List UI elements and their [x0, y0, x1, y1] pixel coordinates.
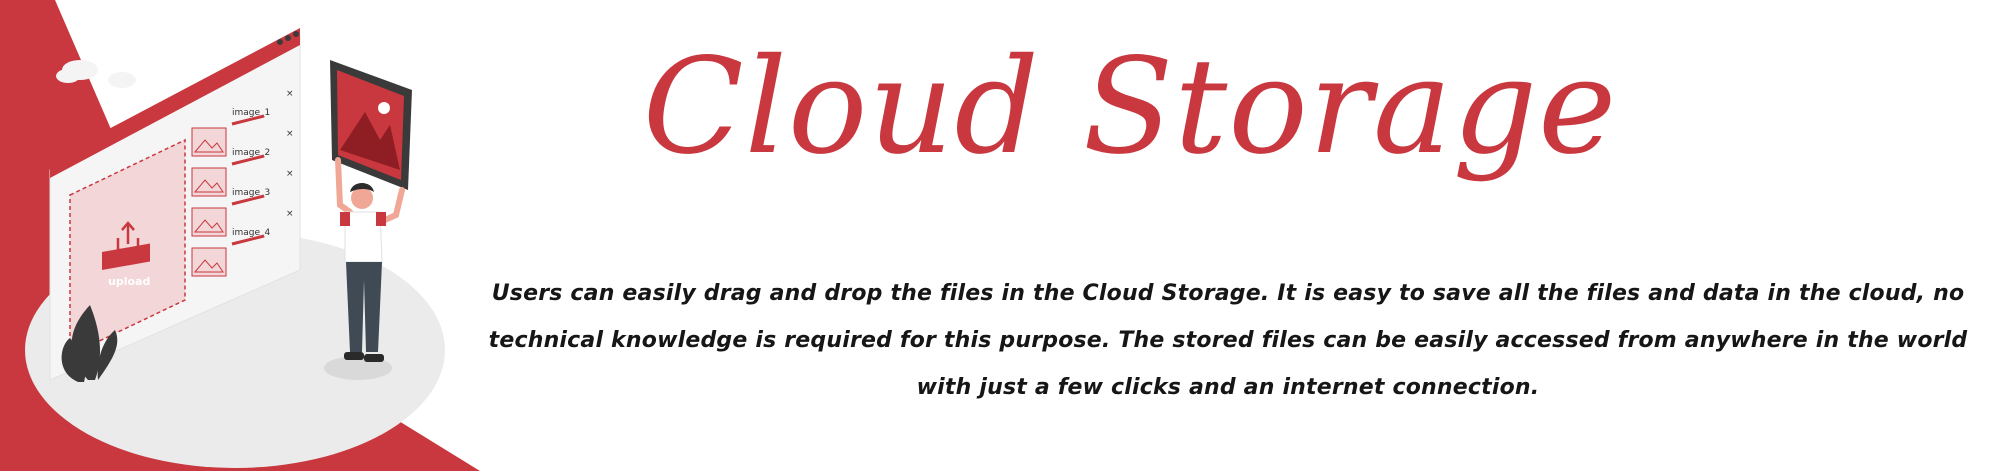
file-item-4: image_4 ×	[191, 209, 294, 277]
file-name-3: image_3	[232, 188, 270, 198]
plant-icon	[61, 305, 118, 382]
cloud-icon	[56, 60, 136, 88]
file-item-3: image_3 ×	[191, 169, 294, 237]
page-title: Cloud Storage	[642, 30, 1618, 184]
description-text: Users can easily drag and drop the files…	[488, 281, 1968, 400]
browser-window: upload image_1 × image_2 ×	[49, 28, 301, 381]
upload-button	[102, 243, 150, 271]
picture-frame	[330, 60, 412, 190]
close-icon: ×	[286, 89, 294, 99]
close-icon: ×	[286, 209, 294, 219]
upload-label: upload	[108, 275, 150, 288]
person-illustration	[324, 60, 412, 380]
file-name-4: image_4	[232, 228, 271, 238]
file-item-2: image_2 ×	[191, 129, 294, 197]
file-name-1: image_1	[232, 108, 270, 118]
file-name-2: image_2	[232, 148, 270, 158]
cloud-storage-illustration: upload image_1 × image_2 ×	[0, 0, 480, 471]
file-list: image_1 × image_2 × image_3 ×	[191, 89, 294, 277]
close-icon: ×	[286, 169, 294, 179]
file-item-1: image_1 ×	[191, 89, 294, 157]
upload-drop-zone: upload	[69, 138, 186, 357]
close-icon: ×	[286, 129, 294, 139]
